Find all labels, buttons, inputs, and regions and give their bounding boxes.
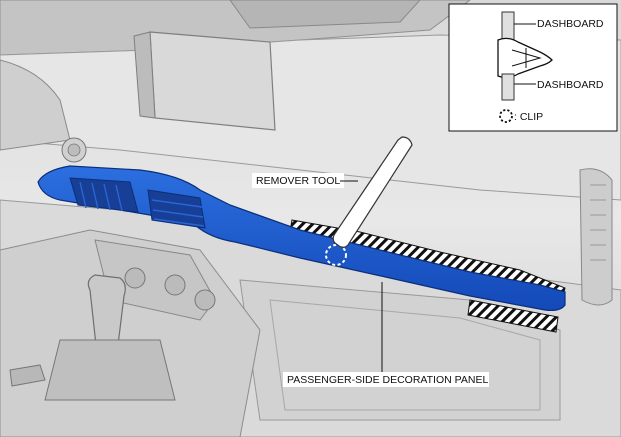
remover-tool-callout: REMOVER TOOL (252, 173, 358, 188)
inset-clip-label: : CLIP (514, 111, 543, 123)
passenger-side-decoration-panel (37, 165, 566, 312)
clip-detail-inset: DASHBOARD DASHBOARD : CLIP (448, 3, 618, 132)
center-display (133, 31, 276, 131)
passenger-panel-callout: PASSENGER-SIDE DECORATION PANEL (283, 282, 489, 387)
hatched-section-lower (467, 299, 559, 333)
passenger-panel-label: PASSENGER-SIDE DECORATION PANEL (287, 374, 488, 386)
center-console (0, 229, 261, 437)
clip-marker (325, 244, 347, 266)
remover-tool-label: REMOVER TOOL (256, 175, 340, 187)
clip-legend-icon (499, 109, 513, 123)
inset-dashboard-top-label: DASHBOARD (537, 18, 604, 30)
inset-dashboard-bottom-label: DASHBOARD (537, 79, 604, 91)
remover-tool (332, 136, 413, 248)
